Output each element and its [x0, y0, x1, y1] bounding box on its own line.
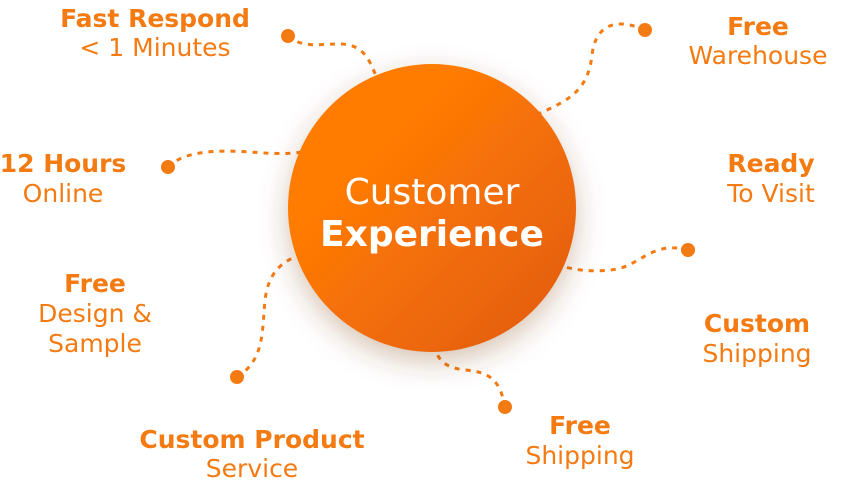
label-design-bold: Free [64, 269, 126, 298]
label-12-hours-regular: Online [23, 179, 104, 208]
dot [498, 400, 512, 414]
label-warehouse-regular: Warehouse [689, 41, 828, 70]
label-custom-shipping-regular: Shipping [702, 339, 811, 368]
center-circle [288, 64, 576, 352]
connector-design [236, 254, 299, 379]
dot [230, 370, 244, 384]
connector-12-hours [166, 149, 303, 169]
connectors [166, 22, 689, 408]
dot [638, 23, 652, 37]
label-design-regular2: Sample [48, 329, 142, 358]
label-12-hours-bold: 12 Hours [0, 149, 126, 178]
label-custom-shipping-bold: Custom [704, 309, 810, 338]
center-title-line2: Experience [320, 214, 544, 255]
label-fast-respond-regular: < 1 Minutes [79, 33, 230, 62]
label-ready-bold: Ready [727, 149, 814, 178]
connector-warehouse [537, 22, 646, 116]
label-ready-regular: To Visit [726, 179, 815, 208]
dot [681, 243, 695, 257]
label-warehouse-bold: Free [727, 12, 789, 41]
label-free-shipping-bold: Free [549, 411, 611, 440]
center-title-line1: Customer [345, 172, 520, 213]
connector-ready [561, 246, 689, 273]
dot [161, 160, 175, 174]
connector-fast-respond [287, 34, 380, 81]
label-custom-product-regular: Service [206, 454, 298, 483]
connector-shipping [432, 345, 507, 408]
label-design-regular: Design & [38, 299, 152, 328]
label-free-shipping-regular: Shipping [525, 441, 634, 470]
label-custom-product-bold: Custom Product [139, 425, 364, 454]
dot [281, 29, 295, 43]
label-fast-respond-bold: Fast Respond [60, 4, 250, 33]
connector-dots [161, 23, 695, 414]
